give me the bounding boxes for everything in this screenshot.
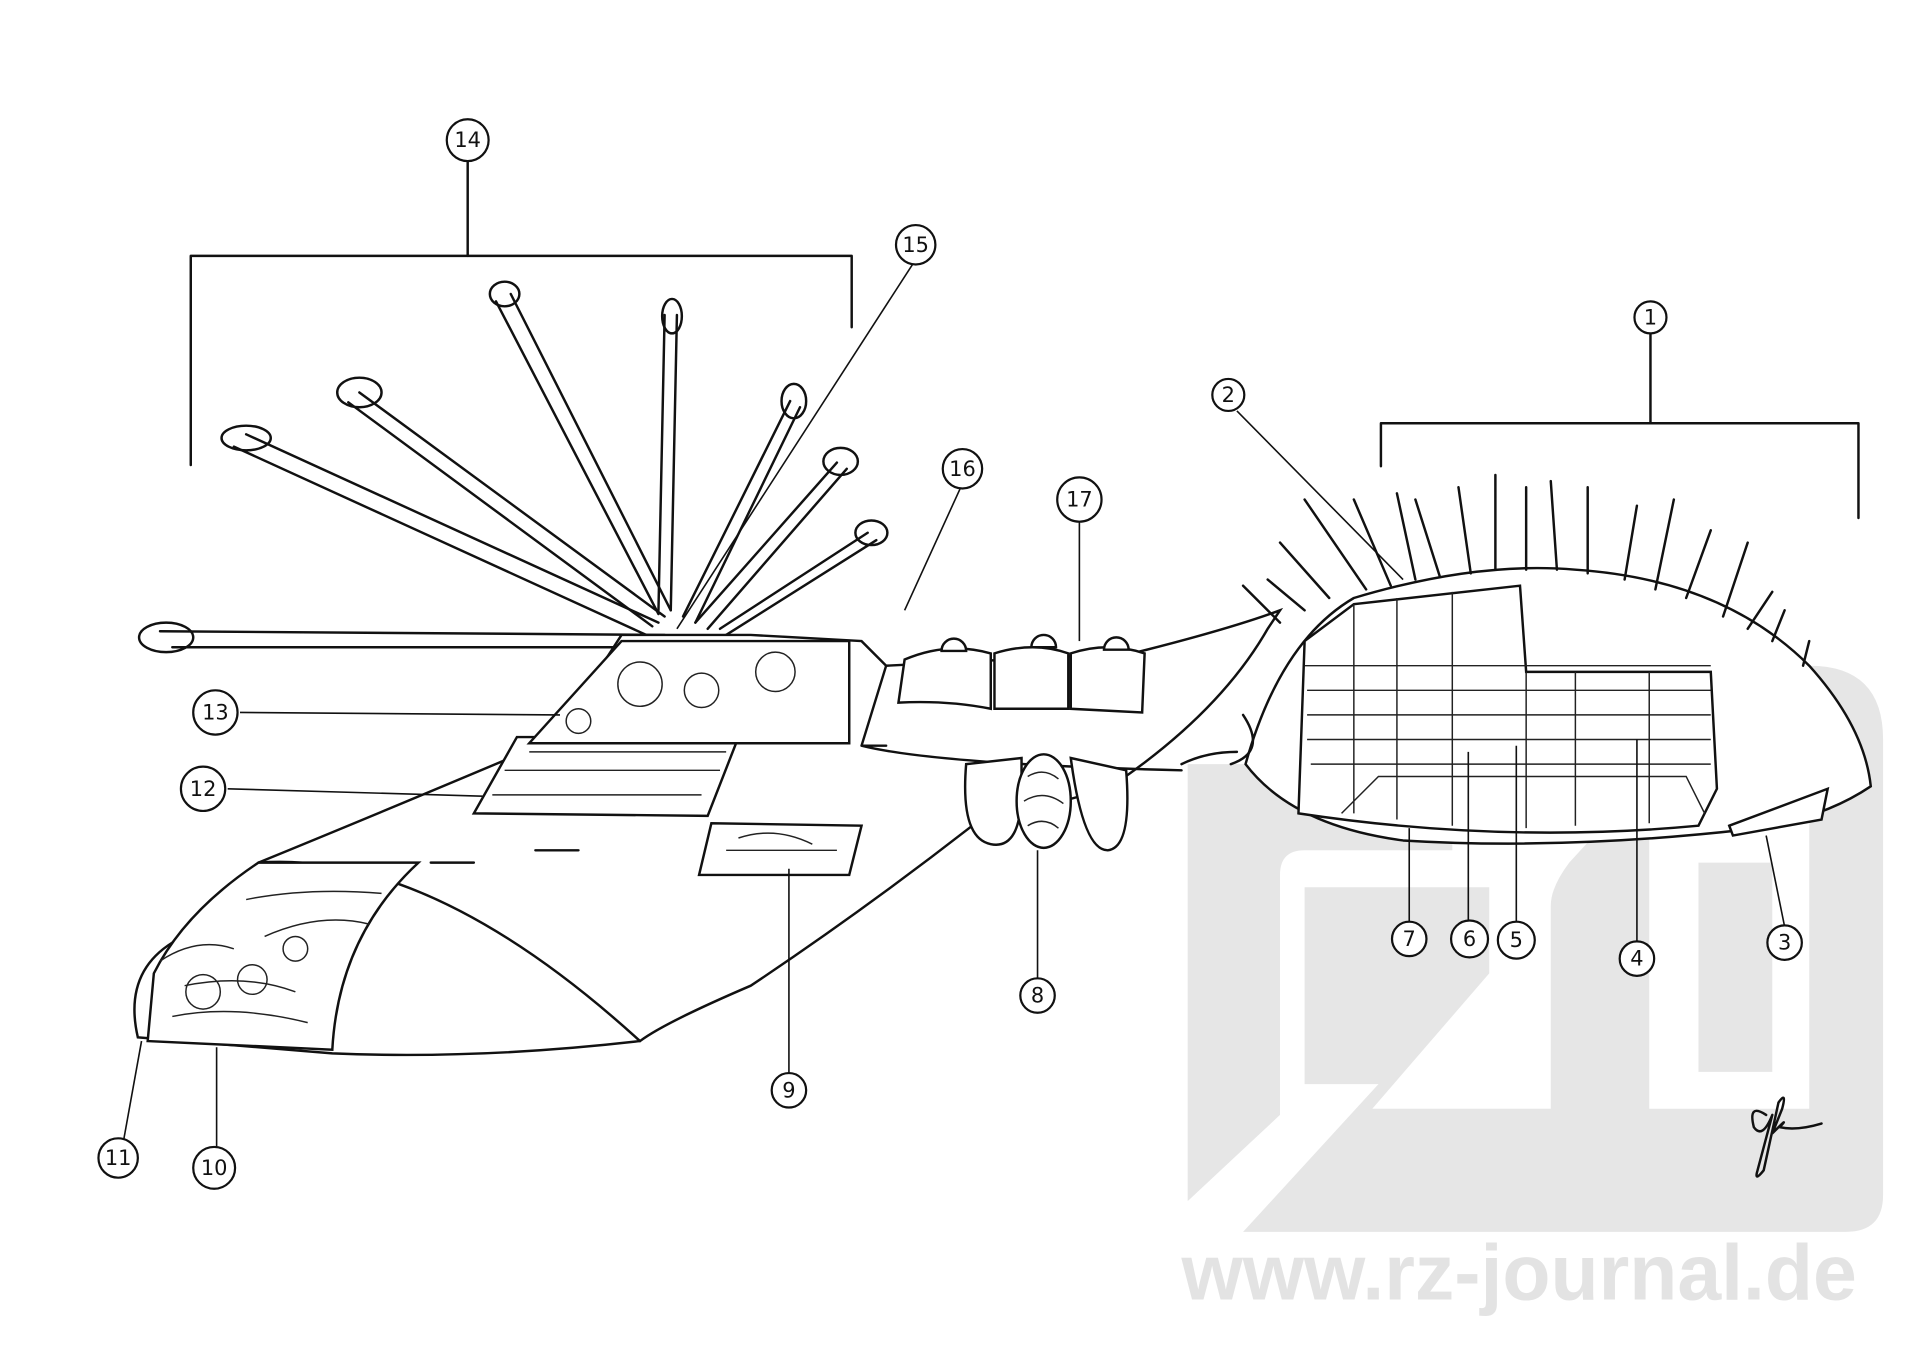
callout-11: 11 [97,1137,139,1179]
svg-text:16: 16 [949,457,976,481]
callout-5: 5 [1496,920,1536,960]
signature [1751,1096,1823,1178]
svg-text:14: 14 [454,128,481,152]
svg-text:6: 6 [1463,927,1476,951]
svg-text:9: 9 [782,1078,795,1102]
callout-8: 8 [1019,977,1056,1014]
callout-12: 12 [179,765,227,813]
svg-text:4: 4 [1630,947,1643,971]
bracket-14 [189,153,853,467]
svg-text:17: 17 [1066,488,1093,512]
svg-text:11: 11 [105,1146,132,1170]
arms [137,280,889,654]
callout-1: 1 [1633,300,1668,335]
callout-15: 15 [894,223,937,266]
callout-4: 4 [1618,940,1656,977]
hull-dome [1180,473,1873,845]
bracket-1 [1379,332,1860,520]
svg-text:15: 15 [902,233,929,257]
watermark-text: www.rz-journal.de [1181,1229,1857,1317]
svg-text:8: 8 [1031,984,1044,1008]
svg-text:2: 2 [1222,383,1235,407]
svg-text:10: 10 [201,1156,228,1180]
svg-text:3: 3 [1778,931,1791,955]
callout-2: 2 [1211,377,1246,413]
callout-3: 3 [1766,924,1803,961]
svg-text:7: 7 [1403,927,1416,951]
callout-6: 6 [1449,919,1490,959]
module-pods [897,633,1146,852]
svg-text:1: 1 [1644,305,1657,329]
callout-16: 16 [941,447,984,490]
callout-7: 7 [1390,920,1428,958]
callout-10: 10 [192,1145,237,1190]
svg-text:12: 12 [190,777,217,801]
callout-14: 14 [445,118,490,163]
callout-9: 9 [770,1071,808,1109]
callout-17: 17 [1056,476,1103,523]
callout-13: 13 [192,689,239,736]
svg-text:13: 13 [202,700,229,724]
svg-text:5: 5 [1510,928,1523,952]
leader-lines [122,259,1786,1152]
